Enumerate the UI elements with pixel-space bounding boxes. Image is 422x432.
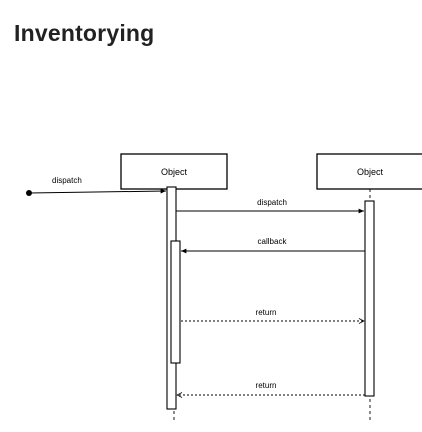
activation-bar-object-2 [364, 200, 375, 397]
message-label: callback [258, 237, 288, 246]
participant-object-2[interactable]: Object [316, 153, 422, 190]
message-label: return [256, 308, 277, 317]
message-label: return [256, 381, 277, 390]
message-return-to-object-2[interactable]: return [181, 308, 364, 321]
message-dispatch[interactable]: dispatch [176, 198, 364, 214]
message-return-to-object-1[interactable]: return [177, 381, 365, 395]
message-label: dispatch [52, 176, 82, 185]
activation-bar-object-1-nested [170, 240, 181, 364]
message-found-dispatch[interactable]: dispatch [26, 176, 167, 196]
participant-label: Object [161, 167, 188, 177]
message-label: dispatch [257, 198, 287, 207]
participant-object-1[interactable]: Object [120, 153, 228, 190]
page-title: Inventorying [14, 20, 155, 46]
message-callback[interactable]: callback [181, 237, 365, 254]
participant-label: Object [357, 167, 384, 177]
